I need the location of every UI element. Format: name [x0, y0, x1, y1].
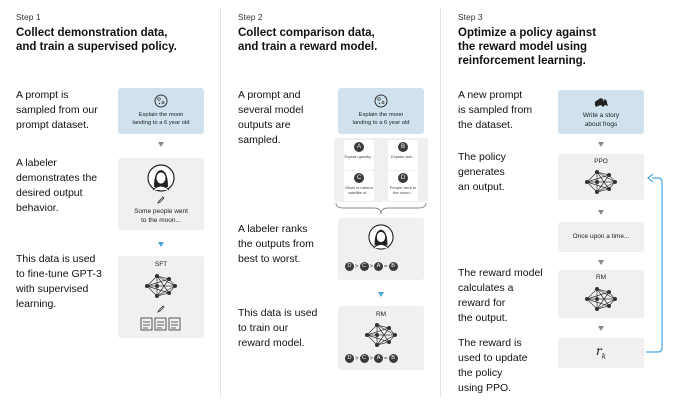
pencil-icon	[157, 305, 165, 313]
reward-card: rk	[558, 338, 644, 368]
bracket-arrow-icon	[335, 202, 427, 215]
neural-network-icon	[365, 323, 397, 347]
labeler-avatar-icon	[147, 164, 175, 192]
down-arrow-icon	[598, 210, 604, 215]
down-arrow-icon	[598, 142, 604, 147]
down-arrow-icon	[598, 260, 604, 265]
step-2-column: Step 2 Collect comparison data, and trai…	[222, 0, 440, 416]
frog-icon	[594, 98, 608, 107]
output-option-a: A Explain gravity...	[344, 140, 374, 170]
moon-icon	[374, 94, 388, 108]
labeler-avatar-icon	[368, 224, 394, 250]
ranking-row: D>C>A=B	[345, 262, 398, 271]
down-arrow-icon	[158, 242, 164, 247]
down-arrow-icon	[158, 142, 164, 147]
step-title: Optimize a policy against the reward mod…	[458, 27, 597, 67]
step-title: Collect comparison data, and train a rew…	[238, 27, 378, 53]
step-label: Step 3	[458, 12, 483, 22]
ranking-row: D>C>A=B	[345, 354, 398, 363]
column-divider	[440, 8, 441, 398]
moon-icon	[154, 94, 168, 108]
ppo-policy-card: PPO	[558, 154, 644, 200]
step-label: Step 2	[238, 12, 263, 22]
model-label: RM	[375, 311, 387, 318]
neural-network-icon	[585, 170, 617, 194]
output-option-b: B Explain war...	[388, 140, 418, 170]
reward-symbol: rk	[596, 344, 606, 361]
down-arrow-icon	[598, 326, 604, 331]
neural-network-icon	[585, 287, 617, 311]
step-1-column: Step 1 Collect demonstration data, and t…	[0, 0, 220, 416]
pencil-icon	[157, 196, 165, 204]
feedback-arrow-icon	[646, 173, 663, 353]
model-label: SFT	[154, 261, 168, 268]
model-label: RM	[595, 274, 607, 281]
step-title: Collect demonstration data, and train a …	[16, 27, 177, 53]
column-divider	[220, 8, 221, 398]
policy-output-card: Once upon a time...	[558, 222, 644, 252]
rm-model-card: RM D>C>A=B	[338, 306, 424, 370]
down-arrow-icon	[378, 292, 384, 297]
step-label: Step 1	[16, 12, 41, 22]
neural-network-icon	[145, 274, 177, 298]
document-stack-icon	[140, 317, 181, 331]
labeler-ranking-card: D>C>A=B	[338, 218, 424, 280]
policy-output-text: Once upon a time...	[572, 233, 630, 240]
policy-label: PPO	[594, 158, 608, 165]
sft-model-card: SFT	[118, 256, 204, 338]
step-3-column: Step 3 Optimize a policy against the rew…	[442, 0, 680, 416]
model-outputs-card: A Explain gravity... B Explain war... C …	[334, 138, 428, 202]
rm-model-card: RM	[558, 270, 644, 318]
